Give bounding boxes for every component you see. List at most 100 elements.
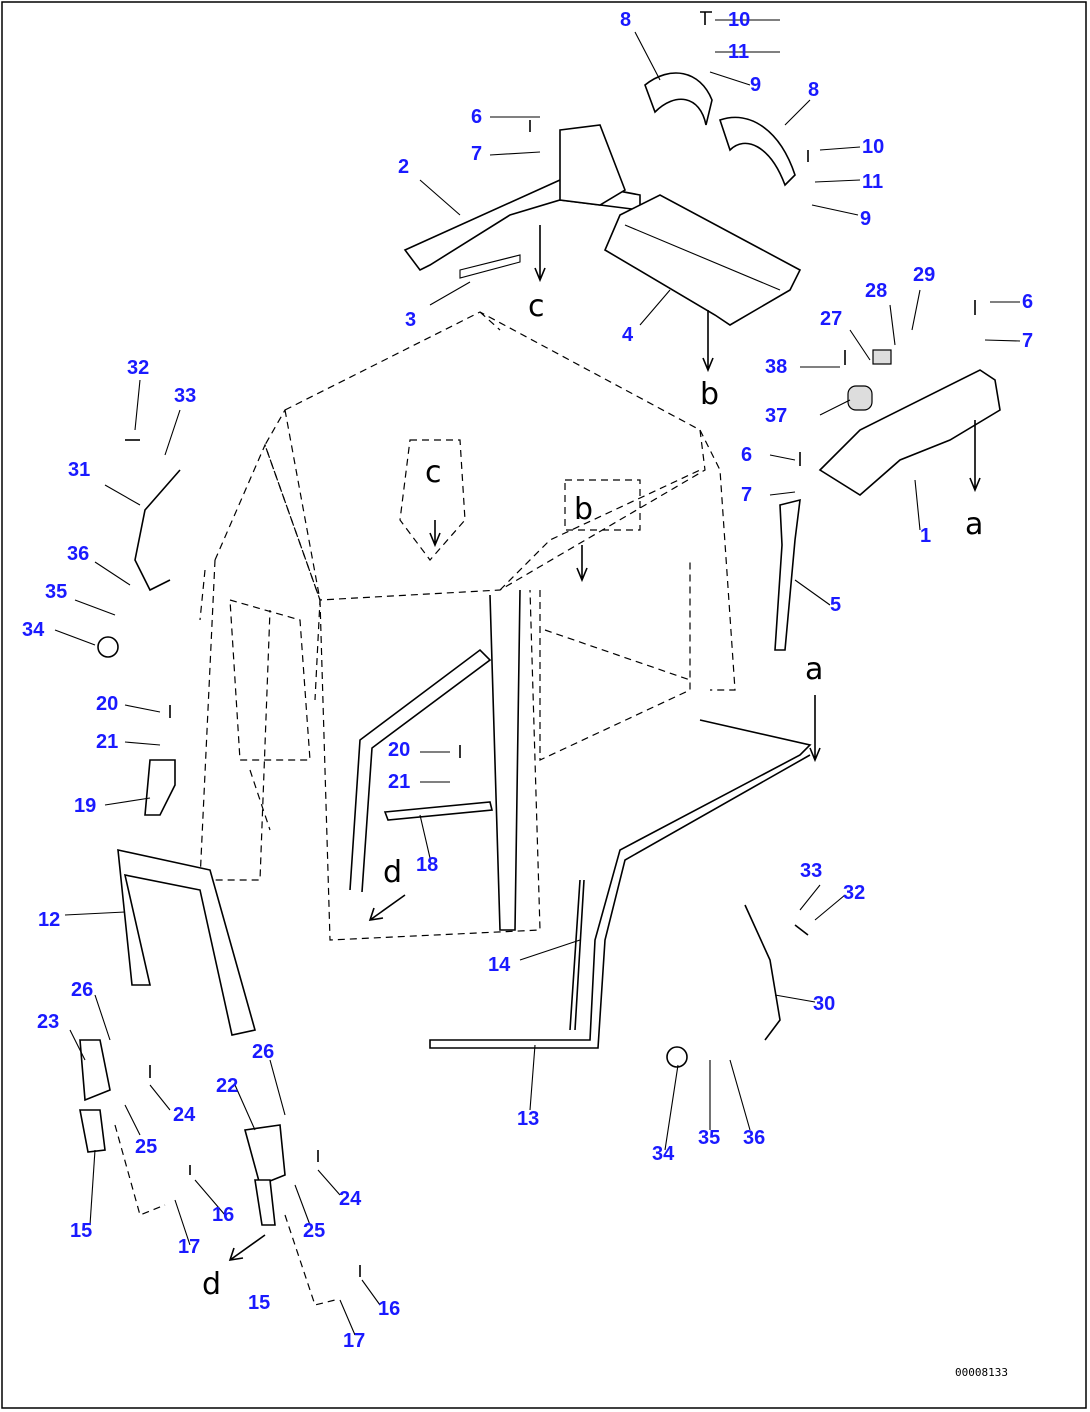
callout-17: 17 — [343, 1330, 366, 1352]
callout-24: 24 — [173, 1104, 196, 1126]
seal-strip — [569, 879, 585, 1031]
callout-14: 14 — [488, 954, 511, 976]
callout-36: 36 — [67, 543, 90, 565]
callout-31: 31 — [68, 459, 91, 481]
callout-33: 33 — [800, 860, 823, 882]
callout-6: 6 — [471, 106, 483, 128]
part-4-cover — [603, 194, 802, 326]
callout-26: 26 — [71, 979, 94, 1001]
callout-28: 28 — [865, 280, 888, 302]
part-2-cover — [403, 124, 641, 279]
callout-20: 20 — [96, 693, 119, 715]
callout-26: 26 — [252, 1041, 275, 1063]
part-22-bracket — [243, 1124, 286, 1187]
door-pillar — [489, 589, 521, 931]
reference-arrows — [228, 225, 981, 1261]
callout-32: 32 — [127, 357, 150, 379]
callout-23: 23 — [37, 1011, 60, 1033]
part-15-plate-right — [254, 1179, 276, 1226]
callout-35: 35 — [698, 1127, 721, 1149]
callout-37: 37 — [765, 405, 788, 427]
callout-33: 33 — [174, 385, 197, 407]
callout-6: 6 — [1022, 291, 1034, 313]
part-4-edge — [624, 224, 781, 291]
part-37-cup — [847, 385, 873, 411]
callout-8: 8 — [620, 9, 632, 31]
ref-letter-a: a — [805, 652, 824, 687]
callout-3: 3 — [405, 309, 417, 331]
callout-25: 25 — [135, 1136, 158, 1158]
ref-letter-b: b — [700, 377, 720, 412]
part-5-strip — [774, 498, 801, 651]
part-12-seal — [117, 848, 257, 1036]
callout-9: 9 — [860, 208, 872, 230]
callout-20: 20 — [388, 739, 411, 761]
bolt-markers — [125, 11, 976, 1277]
callout-35: 35 — [45, 581, 68, 603]
callout-15: 15 — [70, 1220, 93, 1242]
callout-24: 24 — [339, 1188, 362, 1210]
callout-25: 25 — [303, 1220, 326, 1242]
part-34-knob-left — [97, 636, 119, 658]
callout-34: 34 — [22, 619, 45, 641]
door-seal-left — [349, 648, 492, 893]
callout-32: 32 — [843, 882, 866, 904]
callout-38: 38 — [765, 356, 788, 378]
ref-letter-d: d — [383, 855, 403, 890]
part-18-strip — [383, 801, 494, 821]
part-1-bracket — [818, 369, 1001, 496]
cab-frame — [199, 311, 736, 941]
part-34-knob-right — [666, 1046, 688, 1068]
part-31-rod — [134, 469, 181, 592]
leader-lines — [54, 19, 1021, 1336]
callout-29: 29 — [913, 264, 936, 286]
callout-10: 10 — [862, 136, 885, 158]
part-28-switch — [872, 349, 892, 365]
callout-21: 21 — [96, 731, 119, 753]
ref-letter-b: b — [574, 492, 594, 527]
door-seal-right — [429, 719, 812, 1049]
callout-13: 13 — [517, 1108, 540, 1130]
callout-4: 4 — [622, 324, 634, 346]
hidden-line-right — [284, 1214, 336, 1306]
ref-letter-c: c — [528, 289, 545, 324]
callout-16: 16 — [378, 1298, 401, 1320]
callout-21: 21 — [388, 771, 411, 793]
callout-2: 2 — [398, 156, 410, 178]
callout-7: 7 — [741, 484, 753, 506]
callout-12: 12 — [38, 909, 61, 931]
ref-letter-c: c — [425, 455, 442, 490]
callout-16: 16 — [212, 1204, 235, 1226]
callout-9: 9 — [750, 74, 762, 96]
part-8-band-right — [718, 116, 796, 187]
callout-1: 1 — [920, 525, 932, 547]
callout-11: 11 — [728, 41, 750, 63]
callout-10: 10 — [728, 9, 751, 31]
callout-15: 15 — [248, 1292, 271, 1314]
part-19-clip — [144, 759, 176, 816]
callout-11: 11 — [862, 171, 884, 193]
part-15-plate-left — [79, 1109, 106, 1153]
callout-36: 36 — [743, 1127, 766, 1149]
callout-8: 8 — [808, 79, 820, 101]
callout-6: 6 — [741, 444, 753, 466]
callout-30: 30 — [813, 993, 836, 1015]
callout-19: 19 — [74, 795, 97, 817]
drawing-number: 00008133 — [955, 1366, 1008, 1379]
part-23-bracket — [79, 1039, 111, 1102]
ref-letter-a: a — [965, 507, 984, 542]
part-8-band-left — [644, 72, 713, 126]
part-30-rod — [744, 904, 781, 1041]
callout-17: 17 — [178, 1236, 201, 1258]
callout-34: 34 — [652, 1143, 675, 1165]
hidden-line-left — [114, 1124, 166, 1216]
callout-5: 5 — [830, 594, 842, 616]
callout-18: 18 — [416, 854, 439, 876]
callout-7: 7 — [471, 143, 483, 165]
ref-letter-d: d — [202, 1267, 222, 1302]
callout-7: 7 — [1022, 330, 1034, 352]
callout-22: 22 — [216, 1075, 239, 1097]
